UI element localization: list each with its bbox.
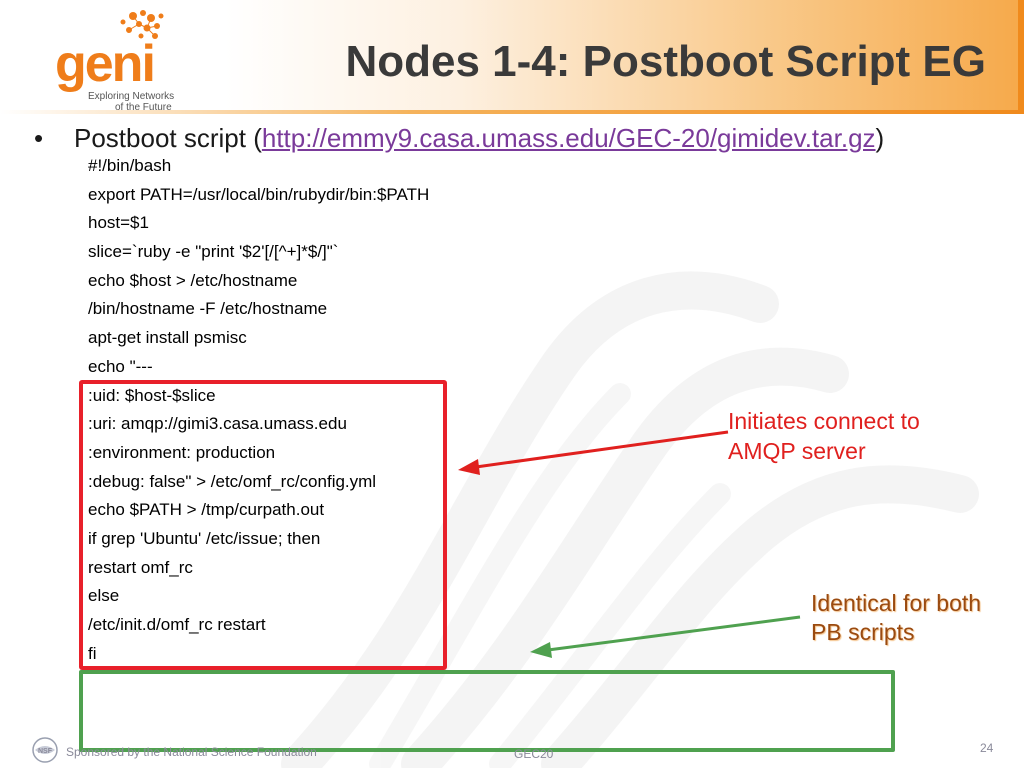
annotation-identical: Identical for both PB scripts bbox=[811, 589, 981, 647]
code-line: host=$1 bbox=[88, 213, 149, 233]
code-line: :uri: amqp://gimi3.casa.umass.edu bbox=[88, 414, 347, 434]
postboot-script-link[interactable]: http://emmy9.casa.umass.edu/GEC-20/gimid… bbox=[261, 123, 876, 153]
header-edge-strip bbox=[1018, 0, 1024, 110]
nsf-logo-icon: NSF bbox=[32, 737, 58, 763]
code-line: /bin/hostname -F /etc/hostname bbox=[88, 299, 328, 319]
code-line: if grep 'Ubuntu' /etc/issue; then bbox=[88, 528, 321, 548]
code-line: :debug: false" > /etc/omf_rc/config.yml bbox=[88, 471, 377, 491]
green-highlight-box bbox=[79, 670, 895, 752]
page-number: 24 bbox=[980, 741, 994, 755]
code-line: #!/bin/bash bbox=[88, 156, 172, 175]
bullet-text: Postboot script ( bbox=[74, 123, 262, 153]
bullet-postboot-script: • Postboot script (http://emmy9.casa.umas… bbox=[34, 123, 884, 154]
svg-text:NSF: NSF bbox=[38, 748, 53, 755]
annotation-identical-line1: Identical for both bbox=[811, 590, 982, 616]
code-line: echo "--- bbox=[88, 356, 153, 376]
annotation-amqp: Initiates connect to AMQP server bbox=[728, 406, 920, 466]
logo-tagline-line1: Exploring Networks bbox=[88, 91, 175, 102]
code-line: fi bbox=[88, 643, 97, 663]
logo-tagline-line2: of the Future bbox=[115, 102, 172, 113]
annotation-identical-line2: PB scripts bbox=[811, 619, 915, 645]
header-rule bbox=[0, 110, 1024, 114]
code-line: echo $host > /etc/hostname bbox=[88, 270, 298, 290]
code-line: apt-get install psmisc bbox=[88, 328, 247, 348]
geni-logo: geni Exploring Networks of the Future bbox=[55, 8, 195, 113]
code-line: export PATH=/usr/local/bin/rubydir/bin:$… bbox=[88, 184, 430, 204]
code-line: restart omf_rc bbox=[88, 557, 193, 577]
code-line: else bbox=[88, 586, 120, 606]
footer-event: GEC20 bbox=[514, 747, 554, 761]
slide-title: Nodes 1-4: Postboot Script EG bbox=[345, 37, 986, 86]
logo-wordmark: geni bbox=[55, 35, 156, 93]
code-line: :uid: $host-$slice bbox=[88, 385, 216, 405]
geni-dots-logo-icon bbox=[120, 10, 164, 39]
code-line: /etc/init.d/omf_rc restart bbox=[88, 615, 266, 634]
footer-sponsor: Sponsored by the National Science Founda… bbox=[66, 745, 317, 759]
header-band bbox=[0, 0, 1024, 110]
code-line: echo $PATH > /tmp/curpath.out bbox=[88, 500, 325, 520]
code-line: slice=`ruby -e "print '$2'[/[^+]*$/]"` bbox=[88, 242, 339, 262]
annotation-amqp-line2: AMQP server bbox=[728, 438, 866, 464]
bullet-suffix: ) bbox=[875, 123, 885, 153]
script-code-block: #!/bin/bash export PATH=/usr/local/bin/r… bbox=[88, 152, 429, 668]
code-line: :environment: production bbox=[88, 442, 276, 462]
annotation-amqp-line1: Initiates connect to bbox=[728, 408, 920, 434]
bullet-marker: • bbox=[34, 123, 44, 153]
red-highlight-box bbox=[79, 380, 447, 670]
